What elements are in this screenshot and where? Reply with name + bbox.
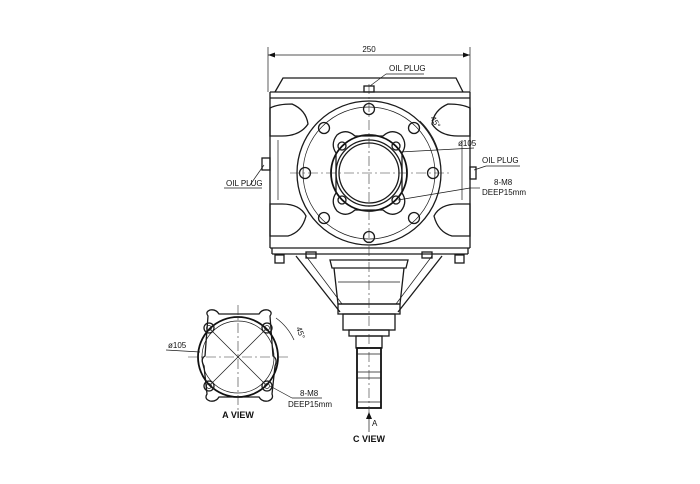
thread-main-line2: DEEP15mm	[482, 188, 526, 197]
diameter-main-label: ø105	[458, 139, 477, 148]
right-upper-window	[431, 103, 471, 137]
bolt	[407, 121, 421, 135]
bolt	[407, 211, 421, 225]
hole	[203, 322, 215, 334]
hole	[337, 141, 347, 151]
section-marker: A	[372, 419, 378, 428]
hole	[261, 380, 273, 392]
angle-a-view-label: 45°	[294, 326, 307, 340]
oil-plug-top-label: OIL PLUG	[389, 64, 426, 73]
hole	[337, 195, 347, 205]
bolt	[317, 121, 331, 135]
top-cap	[274, 77, 464, 93]
c-view-title: C VIEW	[353, 434, 386, 444]
right-lower-window	[433, 203, 471, 237]
output-housing: A	[274, 251, 465, 432]
a-view-holes	[203, 322, 273, 392]
width-dimension-label: 250	[362, 45, 376, 54]
left-upper-window	[269, 103, 309, 137]
left-lower-window	[269, 203, 307, 237]
a-view: ø105 45° 8-M8 DEEP15mm A VIEW	[165, 305, 332, 420]
main-callouts: OIL PLUG OIL PLUG OIL PLUG ø105 45° 8-M8…	[224, 64, 526, 201]
angle-main-label: 45°	[428, 115, 442, 130]
thread-a-view-line2: DEEP15mm	[288, 400, 332, 409]
bolt	[317, 211, 331, 225]
thread-main-line1: 8-M8	[494, 178, 513, 187]
a-view-title: A VIEW	[222, 410, 254, 420]
hole	[391, 141, 401, 151]
top-oil-plug	[363, 85, 375, 93]
gearbox-body	[261, 77, 477, 262]
oil-plug-left-label: OIL PLUG	[226, 179, 263, 188]
clover-flange	[332, 131, 406, 215]
left-oil-plug	[261, 157, 271, 171]
width-dimension: 250	[267, 45, 471, 92]
right-oil-plug	[469, 166, 477, 180]
hole	[203, 380, 215, 392]
hole	[261, 322, 273, 334]
diameter-a-view-label: ø105	[168, 341, 187, 350]
a-view-flange-outline	[201, 309, 277, 402]
oil-plug-right-label: OIL PLUG	[482, 156, 519, 165]
thread-a-view-line1: 8-M8	[300, 389, 319, 398]
